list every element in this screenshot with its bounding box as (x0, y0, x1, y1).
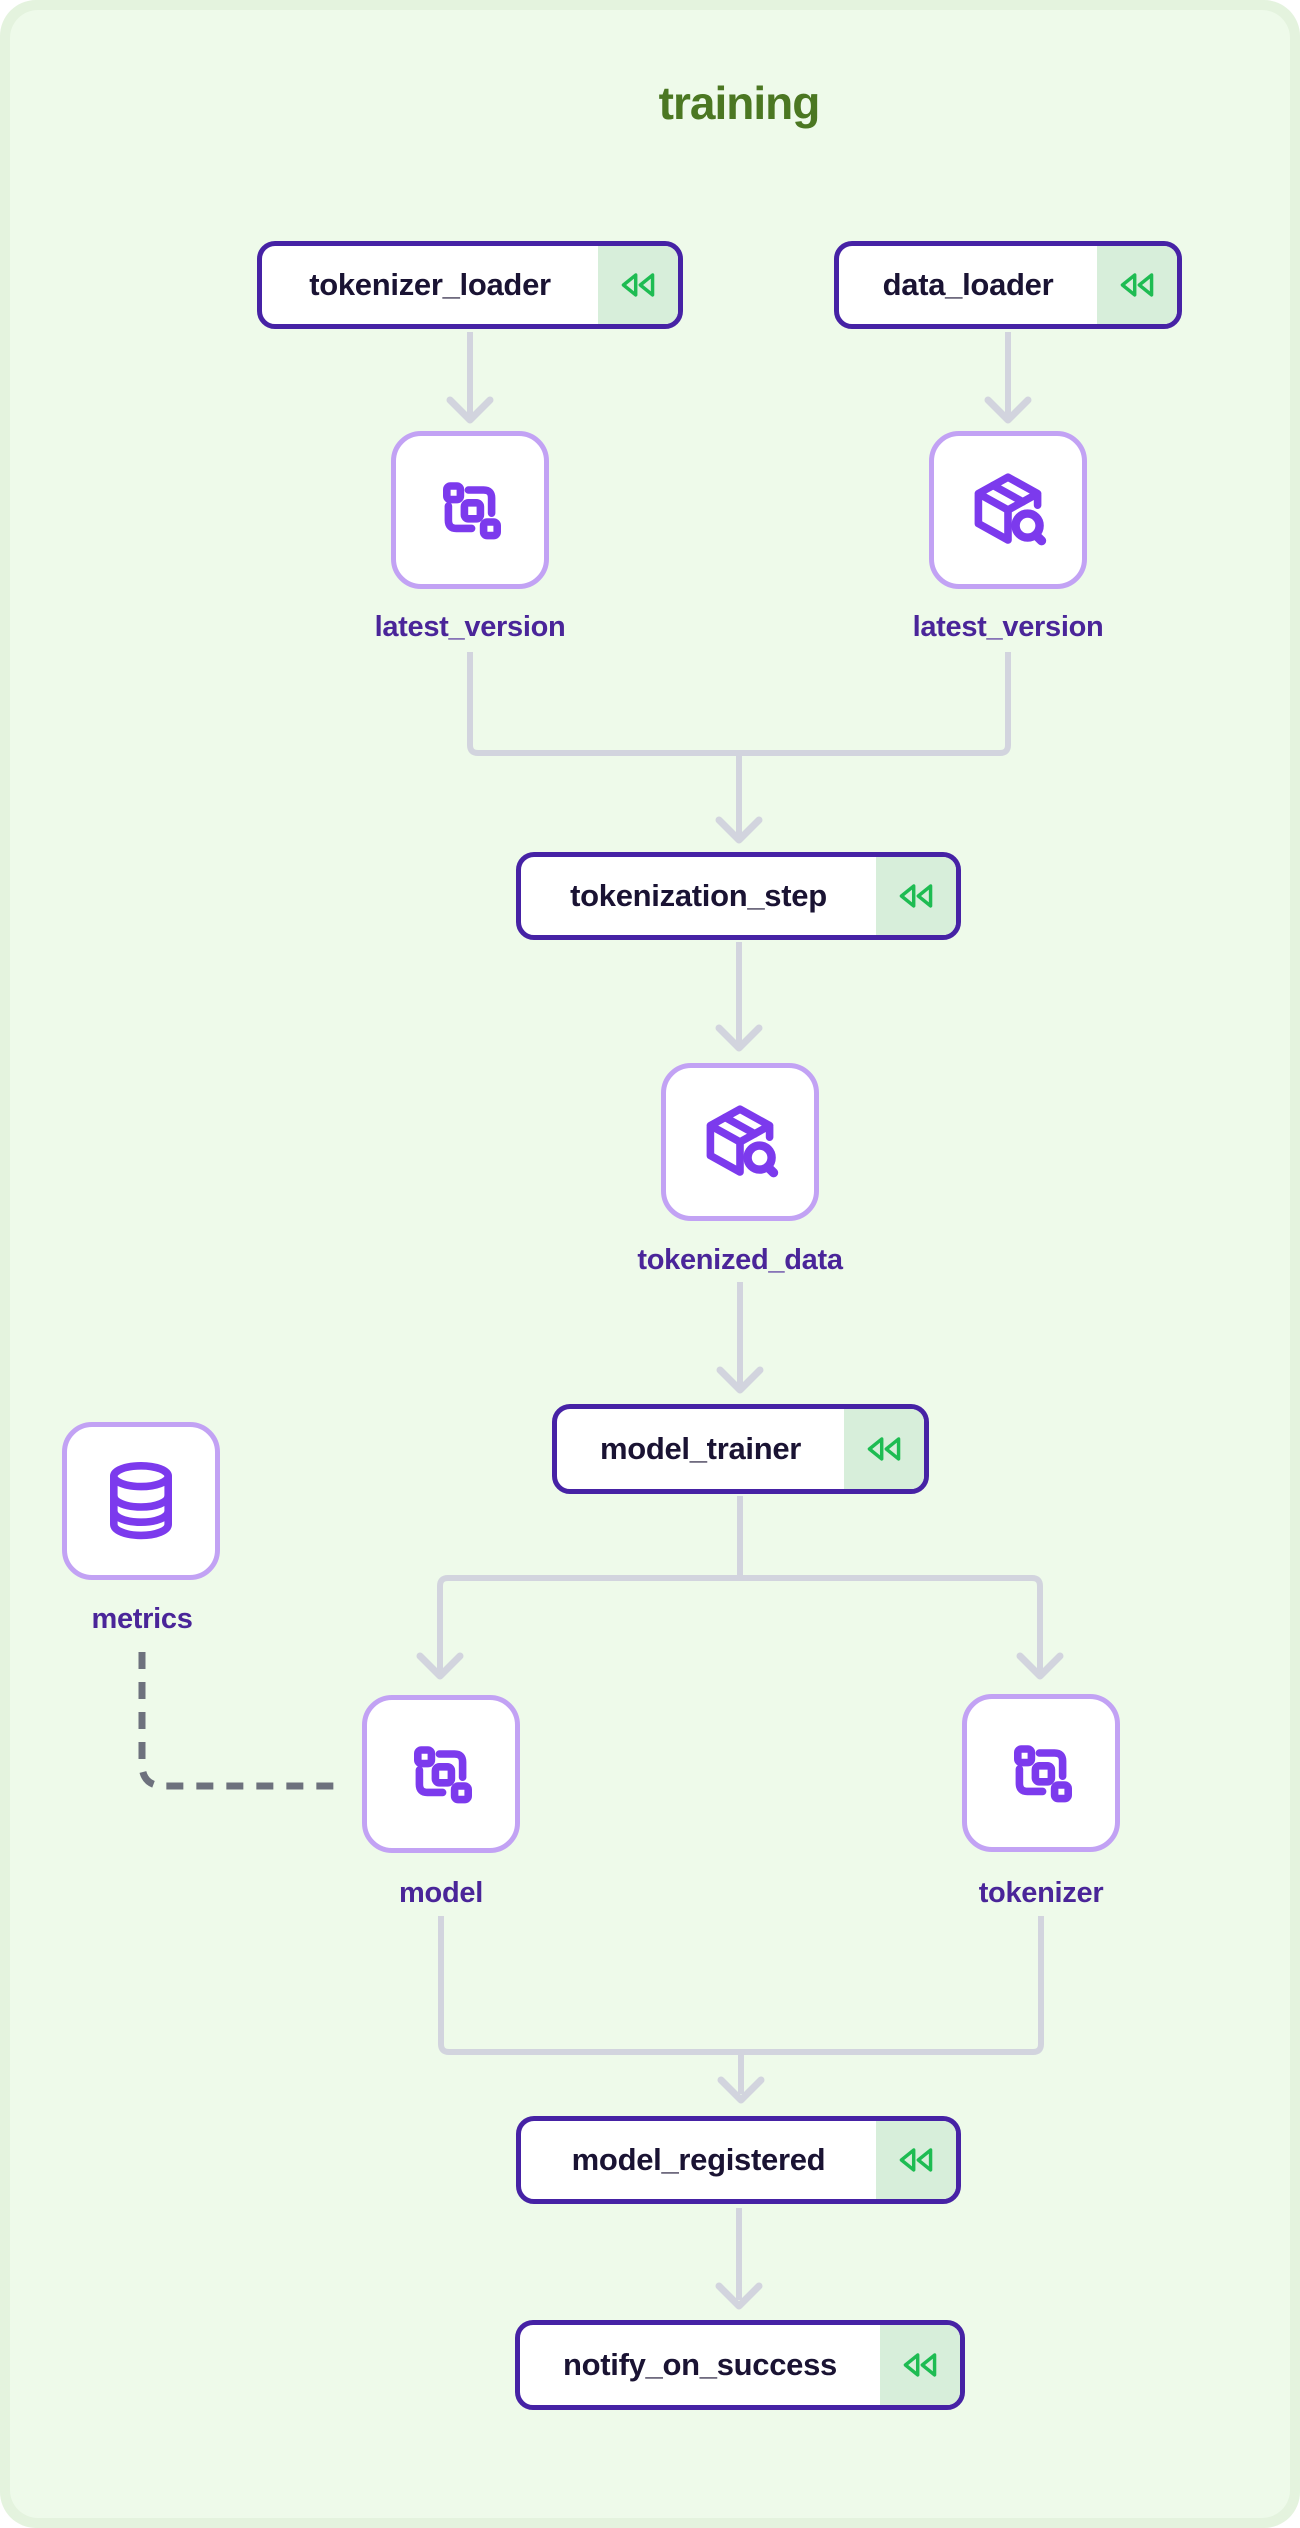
artifact-node-tokenized-data[interactable] (661, 1063, 819, 1221)
edge-line (437, 1575, 1043, 1674)
step-node-model-trainer[interactable]: model_trainer (552, 1404, 929, 1494)
pipeline-card (10, 10, 1290, 2518)
arrowhead-icon (715, 816, 763, 844)
step-label: tokenizer_loader (309, 267, 551, 302)
step-label: model_registered (571, 2142, 826, 2177)
artifact-label: latest_version (912, 611, 1104, 643)
step-label: tokenization_step (570, 878, 827, 913)
step-label: model_trainer (599, 1431, 802, 1466)
cached-status-chip (876, 857, 956, 935)
rewind-icon (899, 884, 933, 908)
cached-status-chip (1097, 246, 1177, 324)
rewind-icon (1120, 273, 1154, 297)
arrowhead-icon (1016, 1652, 1064, 1680)
database-icon (109, 1462, 173, 1540)
edge-line (438, 1916, 1044, 2055)
rewind-icon (899, 2148, 933, 2172)
dashed-edge-line (138, 1652, 346, 1790)
rewind-icon (903, 2353, 937, 2377)
rewind-icon (867, 1437, 901, 1461)
arrowhead-icon (984, 396, 1032, 424)
dataset-search-icon (974, 473, 1047, 546)
arrowhead-icon (416, 1652, 464, 1680)
step-label: notify_on_success (562, 2347, 837, 2382)
artifact-node-tokenizer[interactable] (962, 1694, 1120, 1852)
edge-line (467, 652, 1011, 756)
step-label: data_loader (882, 267, 1054, 302)
cached-status-chip (844, 1409, 924, 1489)
cached-status-chip (876, 2121, 956, 2199)
pipeline-title: training (658, 77, 821, 129)
arrowhead-icon (446, 396, 494, 424)
step-node-notify-on-success[interactable]: notify_on_success (515, 2320, 965, 2410)
artifact-label: model (399, 1877, 483, 1909)
artifact-node-model[interactable] (362, 1695, 520, 1853)
step-node-data-loader[interactable]: data_loader (834, 241, 1182, 329)
artifact-label: tokenized_data (637, 1244, 843, 1276)
arrowhead-icon (717, 2076, 765, 2104)
artifact-node-latest-version-data[interactable] (929, 431, 1087, 589)
artifact-label: latest_version (374, 611, 566, 643)
dataset-search-icon (706, 1105, 779, 1178)
cached-status-chip (880, 2325, 960, 2405)
step-node-model-registered[interactable]: model_registered (516, 2116, 961, 2204)
arrowhead-icon (715, 2282, 763, 2310)
arrowhead-icon (715, 1024, 763, 1052)
artifact-label: tokenizer (978, 1877, 1104, 1909)
artifact-label: metrics (91, 1603, 193, 1635)
arrowhead-icon (716, 1366, 764, 1394)
step-node-tokenization-step[interactable]: tokenization_step (516, 852, 961, 940)
cached-status-chip (598, 246, 678, 324)
model-icon (442, 482, 501, 540)
model-icon (413, 1746, 472, 1804)
artifact-node-latest-version-tokenizer[interactable] (391, 431, 549, 589)
step-node-tokenizer-loader[interactable]: tokenizer_loader (257, 241, 683, 329)
model-icon (1013, 1745, 1072, 1803)
artifact-node-metrics[interactable] (62, 1422, 220, 1580)
rewind-icon (621, 273, 655, 297)
